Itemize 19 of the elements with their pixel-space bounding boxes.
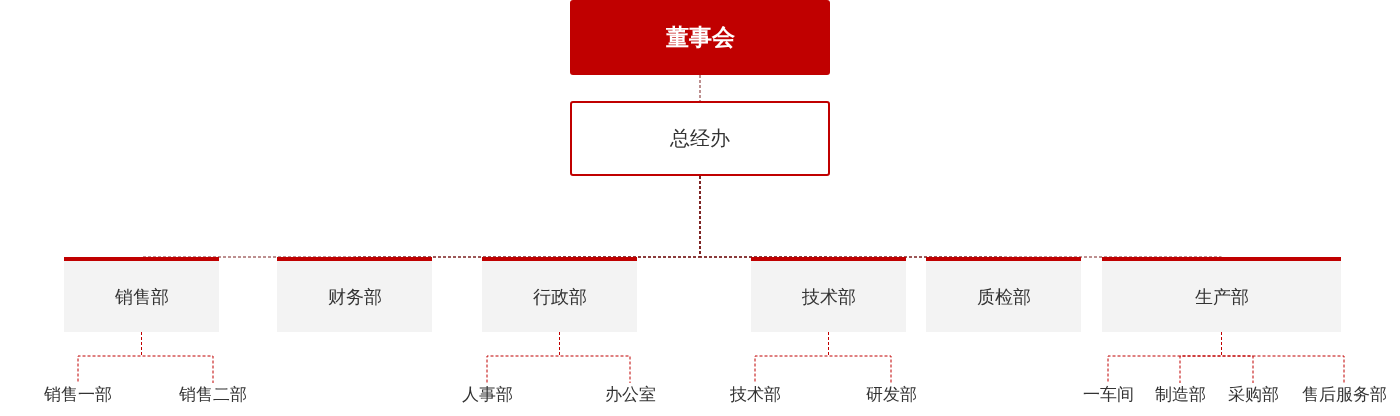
department-box: 生产部	[1102, 257, 1341, 332]
sub-department-label: 制造部	[1154, 383, 1206, 405]
department-box: 财务部	[277, 257, 432, 332]
sub-department-label: 销售二部	[179, 383, 247, 405]
department-box: 技术部	[751, 257, 906, 332]
sub-department-label: 销售一部	[44, 383, 112, 405]
department-box: 行政部	[482, 257, 637, 332]
sub-department-label: 采购部	[1227, 383, 1279, 405]
department-box: 销售部	[64, 257, 219, 332]
department-box: 质检部	[926, 257, 1081, 332]
sub-department-label: 人事部	[461, 383, 513, 405]
sub-department-label: 研发部	[865, 383, 917, 405]
board-box: 董事会	[570, 0, 830, 75]
sub-department-label: 办公室	[604, 383, 656, 405]
sub-department-label: 技术部	[729, 383, 781, 405]
office-box: 总经办	[570, 101, 830, 176]
sub-department-label: 售后服务部	[1301, 383, 1387, 405]
connector-line	[699, 74, 701, 102]
sub-department-label: 一车间	[1082, 383, 1134, 405]
